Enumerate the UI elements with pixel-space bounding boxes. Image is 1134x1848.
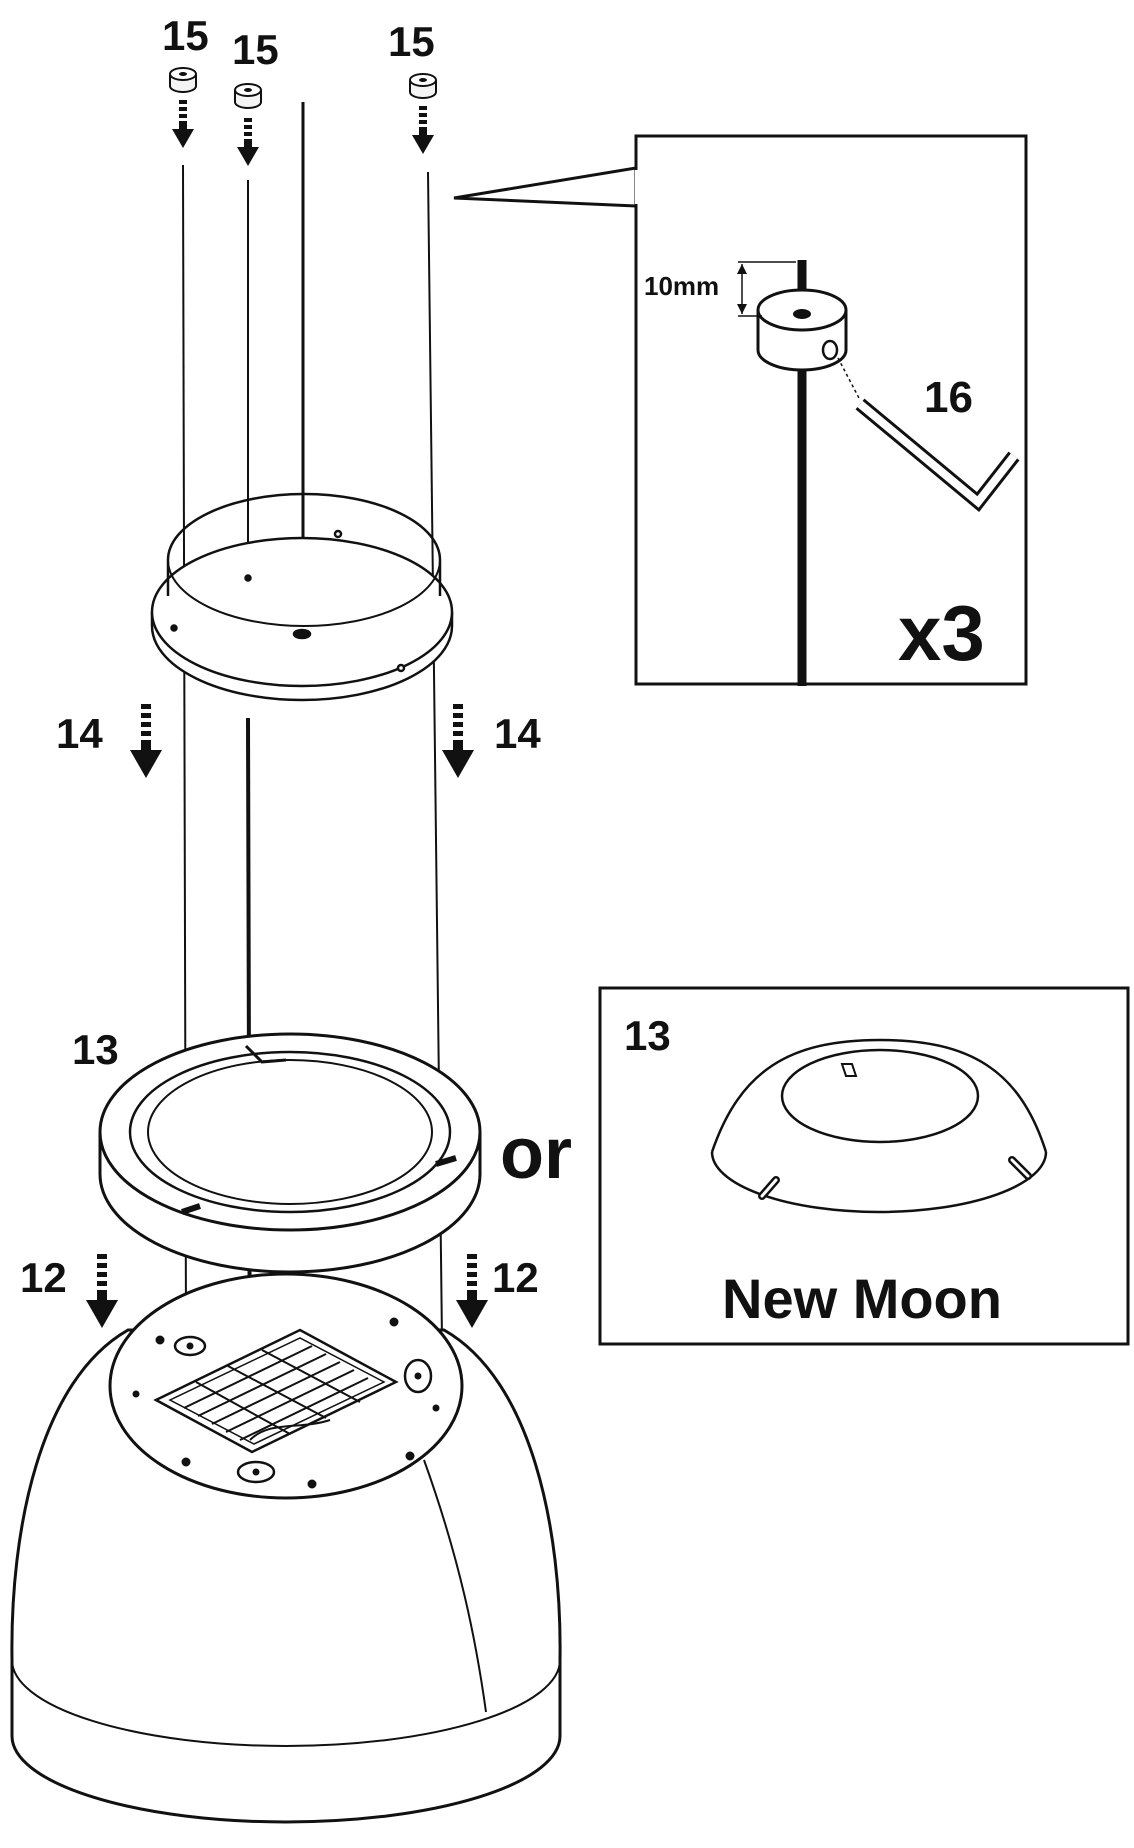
label-14-left: 14 xyxy=(56,710,103,757)
label-14-right: 14 xyxy=(494,710,541,757)
label-13-new-moon: 13 xyxy=(624,1012,671,1059)
set-collar-right xyxy=(409,73,437,154)
label-15-left: 15 xyxy=(162,12,209,59)
arrow-12-left-icon xyxy=(86,1254,118,1328)
shade-ring xyxy=(98,1032,482,1274)
label-12-right: 12 xyxy=(492,1254,539,1301)
arrow-14-left-icon xyxy=(130,704,162,778)
label-16: 16 xyxy=(924,373,973,422)
arrow-12-right-icon xyxy=(456,1254,488,1328)
label-new-moon: New Moon xyxy=(722,1267,1002,1330)
led-driver-plate xyxy=(153,1328,399,1454)
label-15-middle: 15 xyxy=(232,26,279,73)
new-moon-box xyxy=(598,986,1130,1346)
set-collar-middle xyxy=(234,83,262,166)
set-collar-left xyxy=(169,67,197,148)
label-or: or xyxy=(500,1114,572,1194)
label-12-left: 12 xyxy=(20,1254,67,1301)
label-10mm: 10mm xyxy=(644,271,719,301)
arrow-14-right-icon xyxy=(442,704,474,778)
ceiling-canopy xyxy=(150,492,454,702)
label-13: 13 xyxy=(72,1026,119,1073)
label-15-right: 15 xyxy=(388,18,435,65)
label-x3: x3 xyxy=(898,589,985,677)
detail-callout xyxy=(453,134,1028,686)
